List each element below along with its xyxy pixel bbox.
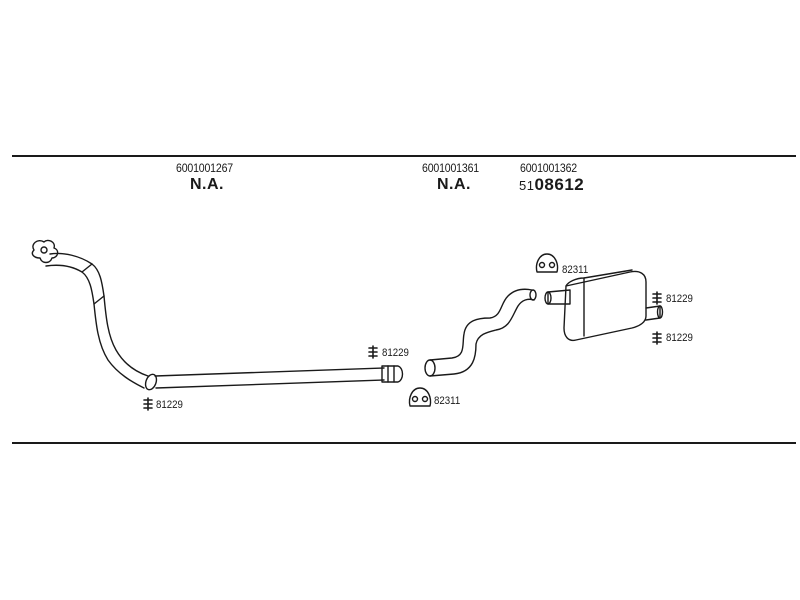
middle-pipe-inlet xyxy=(424,359,436,377)
clamp-icon-muffler-bottom xyxy=(652,331,662,345)
clamp-icon-front-end xyxy=(368,345,378,359)
front-pipe-end-clamp xyxy=(381,365,404,383)
clamp-icon-muffler-top xyxy=(652,291,662,305)
muffler-body xyxy=(563,270,647,342)
callout-front-pipe-clamp: 81229 xyxy=(156,399,183,411)
bottom-rule xyxy=(12,442,796,444)
middle-pipe xyxy=(424,288,537,377)
label-front-pipe: N.A. xyxy=(190,176,224,193)
front-pipe xyxy=(31,239,404,391)
callout-muffler-clamp-top: 81229 xyxy=(666,293,693,305)
part-number-mid-pipe: 6001001361 xyxy=(422,161,479,175)
callout-muffler-clamp-bottom: 81229 xyxy=(666,332,693,344)
label-muffler-code: 5108612 xyxy=(519,175,584,195)
front-pipe-flange-hole xyxy=(40,246,48,254)
part-number-muffler: 6001001362 xyxy=(520,161,577,175)
label-mid-pipe: N.A. xyxy=(437,176,471,193)
muffler-inlet xyxy=(544,291,552,305)
clamp-symbols xyxy=(143,291,662,411)
callout-muffler-strap: 82311 xyxy=(562,264,589,276)
front-pipe-joint xyxy=(144,373,158,391)
clamp-icon-front xyxy=(143,397,153,411)
strap-muffler xyxy=(535,253,559,273)
muffler xyxy=(544,269,664,342)
code-main: 08612 xyxy=(534,175,585,194)
middle-pipe-outlet xyxy=(529,289,537,301)
front-pipe-flange xyxy=(31,239,59,264)
strap-mid xyxy=(408,387,432,407)
muffler-tailpipe xyxy=(656,305,664,319)
callout-front-pipe-end-clamp: 81229 xyxy=(382,347,409,359)
callout-mid-pipe-strap: 82311 xyxy=(434,395,461,407)
code-prefix: 51 xyxy=(519,178,535,193)
top-rule xyxy=(12,155,796,157)
part-number-front-pipe: 6001001267 xyxy=(176,161,233,175)
